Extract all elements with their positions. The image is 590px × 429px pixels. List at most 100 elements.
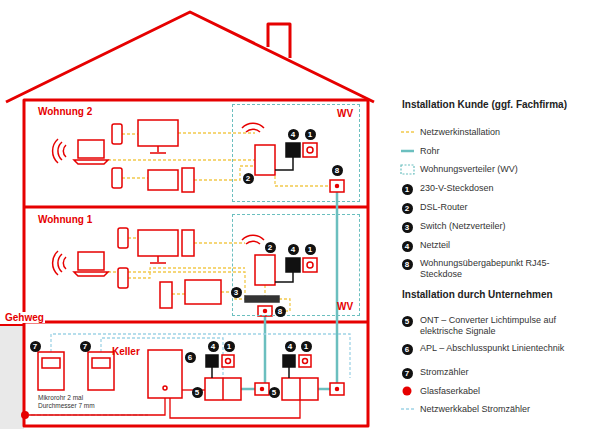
legend-samples-part [401,165,414,174]
devices-part [282,378,318,400]
sidewalk-part [0,324,24,326]
devices-part [336,388,339,391]
devices-part [74,272,108,276]
devices-part [330,180,344,192]
devices-part [182,168,194,192]
region-label: WV [337,108,353,119]
network-installation-part [264,285,265,296]
devices-part [138,230,178,256]
network-installation-part [122,177,148,178]
callout-number: 2 [243,173,254,184]
conduit-part [241,388,255,391]
conduit [241,192,337,389]
apartment-region: Wohnung 2WV [26,102,366,205]
devices-part [118,268,128,288]
region-label: WV [337,301,353,312]
house-outline [6,12,374,426]
callout-number: 3 [402,222,413,233]
conduit-part [318,388,330,391]
callout-number: 5 [192,387,203,398]
devices-part [258,306,272,316]
house-outline-part [6,12,374,102]
devices-part [242,123,264,132]
house-outline-part [24,206,368,209]
devices-part [92,358,110,368]
devices-part [163,386,167,390]
devices-part [255,255,275,285]
devices-part [222,378,224,400]
legend-text: 230-V-Steckdosen [420,183,586,194]
network-installation [108,133,330,311]
devices-part [212,367,289,378]
devices-part [255,145,275,175]
devices-part [38,352,64,390]
legend-text: Glasfaserkabel [420,386,586,397]
network-installation-part [122,133,138,134]
callout-number: 6 [402,344,413,355]
devices-part [245,296,279,302]
devices-part [148,350,182,398]
callout-number: 2 [265,242,276,253]
callout-number: 8 [402,259,413,270]
devices-part [160,282,172,308]
devices-part [283,355,295,367]
devices-part [53,251,66,275]
devices-part [182,230,194,256]
legend-text: Wohnungsübergabepunkt RJ45-Steckdose [420,258,586,280]
callout-number: 2 [402,203,413,214]
devices-part [330,383,344,395]
devices-part [299,378,301,400]
devices-part [112,124,122,144]
devices-part [42,358,60,368]
devices-part [112,168,122,188]
legend-text: Netzwerkinstallation [420,127,586,138]
legend-text: ONT – Converter Lichtimpulse auf elektri… [420,315,586,337]
fiber-cable-part [170,398,300,418]
sidewalk-part [0,326,24,429]
legend-samples-part [401,150,414,153]
devices-part [303,359,308,364]
region-label: Keller [112,346,140,357]
network-installation-part [194,242,245,243]
house-outline-part [268,24,290,58]
callout-number: 5 [402,316,413,327]
devices-part [53,139,66,163]
house-outline-part [24,100,368,426]
callout-number: 7 [80,341,91,352]
legend-text: Wohnungsverteiler (WV) [420,164,586,175]
devices-part [118,228,128,248]
devices-part [303,258,317,272]
legend-text: Netzwerkkabel Stromzähler [420,404,586,415]
callout-number: 1 [305,244,316,255]
dimension-note: Mikrorohr 2 mal Durchmesser 7 mm [38,394,100,409]
fiber-cable-part [21,411,29,419]
distribution-box: WV [232,214,360,316]
legend-samples-part [401,131,414,133]
network-installation-part [275,176,330,186]
apartment-region: Wohnung 1WV [26,210,366,320]
legend-text: Switch (Netzverteiler) [420,221,586,232]
devices-part [242,235,264,244]
callout-number: 3 [231,287,242,298]
legend-text: Stromzähler [420,367,586,378]
devices-part [150,146,166,153]
devices-part [150,256,166,263]
devices-part [148,170,178,190]
callout-number: 1 [224,341,235,352]
devices-part [222,355,234,367]
callout-number: 8 [332,165,343,176]
distribution-box: WV [232,104,360,202]
house-outline-part [24,321,368,324]
devices-part [264,310,267,313]
legend-samples-part [401,408,414,410]
callout-number: 8 [275,306,286,317]
devices-part [275,272,293,282]
devices-part [226,359,231,364]
devices [38,120,344,400]
legend-heading: Installation Kunde (ggf. Fachfirma) [402,99,567,110]
legend-text: Netzteil [420,240,586,251]
devices-part [299,355,311,367]
callout-number: 5 [269,387,280,398]
devices-part [78,252,104,270]
